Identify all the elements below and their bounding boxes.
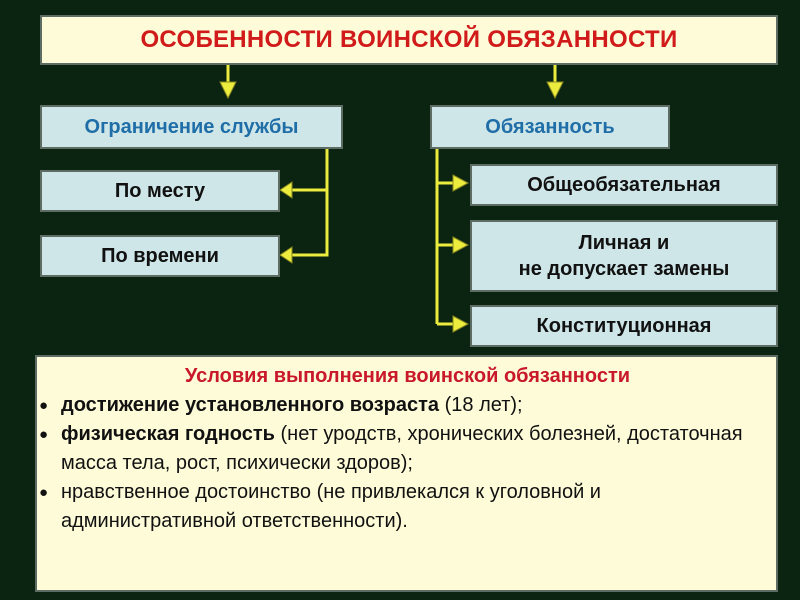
condition-item: ● нравственное достоинство (не привлекал…: [39, 478, 768, 536]
personal-node: Личная и не допускает замены: [470, 220, 778, 292]
diagram-title: ОСОБЕННОСТИ ВОИНСКОЙ ОБЯЗАННОСТИ: [40, 15, 778, 65]
arrow-left-icon: [279, 181, 293, 199]
arrow-right-icon: [452, 236, 470, 254]
condition-text: (нет уродств, хронических болезней, дост…: [61, 423, 743, 474]
restriction-node: Ограничение службы: [40, 105, 343, 149]
general-node: Общеобязательная: [470, 164, 778, 206]
condition-item: ● достижение установленного возраста (18…: [39, 391, 768, 420]
conditions-panel: Условия выполнения воинской обязанности …: [35, 355, 778, 592]
conditions-title: Условия выполнения воинской обязанности: [184, 365, 631, 387]
personal-node-line1: Личная и: [578, 232, 670, 254]
condition-item: ● физическая годность (нет уродств, хрон…: [39, 420, 768, 478]
condition-bold: достижение установленного возраста: [61, 394, 440, 416]
arrow-down-right-icon: [546, 81, 564, 100]
arrow-down-left-icon: [219, 81, 237, 100]
arrow-left-icon: [279, 246, 293, 264]
condition-text: нравственное достоинство (не привлекался…: [61, 481, 601, 532]
bullet-icon: ●: [39, 397, 49, 414]
condition-bold: физическая годность: [61, 423, 275, 445]
connector-time: [292, 190, 329, 257]
place-node: По месту: [40, 170, 280, 212]
duty-node: Обязанность: [430, 105, 670, 149]
bullet-icon: ●: [39, 426, 49, 443]
personal-node-line2: не допускает замены: [518, 258, 730, 280]
bullet-icon: ●: [39, 484, 49, 501]
arrow-right-icon: [452, 174, 470, 192]
constitutional-node: Конституционная: [470, 305, 778, 347]
condition-text: (18 лет);: [439, 394, 523, 416]
time-node: По времени: [40, 235, 280, 277]
connector-place: [292, 149, 329, 192]
arrow-right-icon: [452, 315, 470, 333]
